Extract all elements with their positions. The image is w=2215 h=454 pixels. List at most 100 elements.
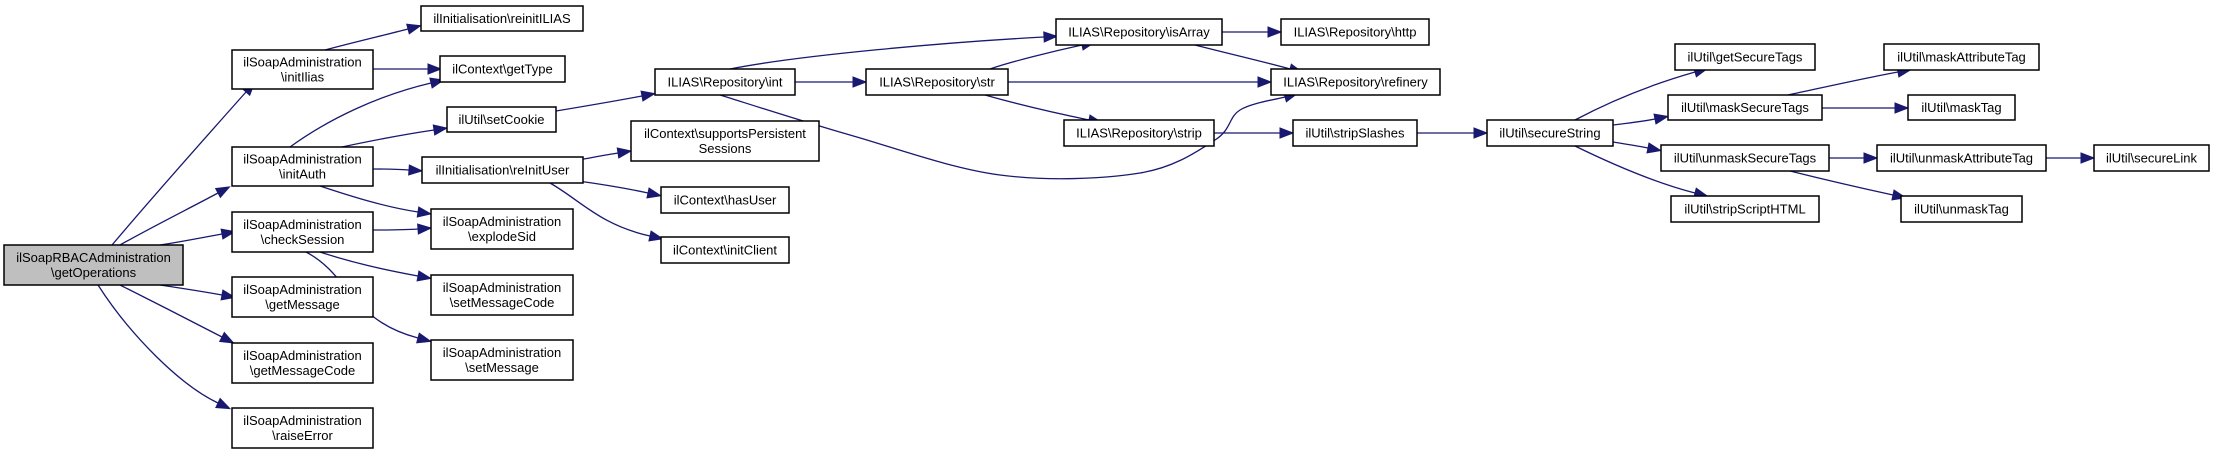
node-box[interactable] xyxy=(231,342,374,384)
node-initClient[interactable]: ilContext\initClient xyxy=(660,236,790,264)
edge-line xyxy=(1574,145,1696,194)
node-root[interactable]: ilSoapRBACAdministration\getOperations xyxy=(3,244,184,286)
node-box[interactable] xyxy=(420,5,584,32)
edge-initIlias-to-reinitILIAS xyxy=(324,23,422,51)
edge-line xyxy=(1194,44,1291,70)
edge-checkSession-to-setMessageCode xyxy=(319,251,433,282)
node-label: ilSoapRBACAdministration xyxy=(16,250,171,265)
node-box[interactable] xyxy=(1063,119,1215,147)
edge-str-to-refinery xyxy=(1008,76,1273,88)
node-box[interactable] xyxy=(3,244,184,286)
node-initIlias[interactable]: ilSoapAdministration\initIlias xyxy=(231,49,374,90)
node-label: ilSoapAdministration xyxy=(243,152,362,167)
node-setMessage[interactable]: ilSoapAdministration\setMessage xyxy=(430,339,574,381)
node-secureLink[interactable]: ilUtil\secureLink xyxy=(2093,144,2210,172)
node-label: Sessions xyxy=(699,141,752,156)
node-setCookie[interactable]: ilUtil\setCookie xyxy=(446,106,557,133)
node-unmaskTag[interactable]: ilUtil\unmaskTag xyxy=(1900,195,2023,223)
edge-secureString-to-unmaskSecureTags xyxy=(1612,141,1663,154)
node-label: ilUtil\maskTag xyxy=(1921,100,2001,115)
node-box[interactable] xyxy=(2093,144,2210,172)
node-checkSession[interactable]: ilSoapAdministration\checkSession xyxy=(231,211,374,253)
node-label: \getMessage xyxy=(265,297,339,312)
node-box[interactable] xyxy=(231,49,374,90)
node-label: ilSoapAdministration xyxy=(243,55,362,70)
node-http[interactable]: ILIAS\Repository\http xyxy=(1280,18,1430,46)
node-stripScriptHTML[interactable]: ilUtil\stripScriptHTML xyxy=(1670,195,1820,223)
node-label: ilSoapAdministration xyxy=(443,214,562,229)
node-str[interactable]: ILIAS\Repository\str xyxy=(865,68,1009,96)
node-box[interactable] xyxy=(865,68,1009,96)
node-label: ilUtil\secureLink xyxy=(2106,151,2198,166)
node-box[interactable] xyxy=(430,274,574,316)
node-box[interactable] xyxy=(660,236,790,264)
node-box[interactable] xyxy=(654,68,796,96)
edge-line xyxy=(372,168,410,171)
node-stripSlashes[interactable]: ilUtil\stripSlashes xyxy=(1292,119,1418,147)
node-reinitILIAS[interactable]: ilInitialisation\reinitILIAS xyxy=(420,5,584,32)
node-refinery[interactable]: ILIAS\Repository\refinery xyxy=(1270,68,1441,96)
node-maskTag[interactable]: ilUtil\maskTag xyxy=(1907,94,2016,121)
node-getMessageCode[interactable]: ilSoapAdministration\getMessageCode xyxy=(231,342,374,384)
edge-line xyxy=(1612,141,1649,149)
node-reInitUser[interactable]: ilInitialisation\reInitUser xyxy=(421,156,584,184)
edge-line xyxy=(289,82,432,148)
node-maskSecureTags[interactable]: ilUtil\maskSecureTags xyxy=(1667,94,1823,121)
node-box[interactable] xyxy=(446,106,557,133)
node-hasUser[interactable]: ilContext\hasUser xyxy=(660,186,790,214)
node-label: ilSoapAdministration xyxy=(243,413,362,428)
node-box[interactable] xyxy=(439,55,566,83)
edge-reInitUser-to-hasUser xyxy=(577,180,663,199)
arrowhead-icon xyxy=(406,23,422,35)
node-setMessageCode[interactable]: ilSoapAdministration\setMessageCode xyxy=(430,274,574,316)
edge-int-to-isArray xyxy=(729,31,1059,70)
node-box[interactable] xyxy=(1670,195,1820,223)
node-box[interactable] xyxy=(1486,119,1614,147)
node-box[interactable] xyxy=(1907,94,2016,121)
node-box[interactable] xyxy=(1667,94,1823,121)
node-box[interactable] xyxy=(1280,18,1430,46)
node-box[interactable] xyxy=(1883,43,2040,71)
node-box[interactable] xyxy=(231,146,374,187)
node-box[interactable] xyxy=(1674,43,1816,71)
node-getSecureTags[interactable]: ilUtil\getSecureTags xyxy=(1674,43,1816,71)
node-box[interactable] xyxy=(421,156,584,184)
node-getMessage[interactable]: ilSoapAdministration\getMessage xyxy=(231,276,374,318)
node-box[interactable] xyxy=(430,339,574,381)
node-isArray[interactable]: ILIAS\Repository\isArray xyxy=(1055,18,1223,46)
node-box[interactable] xyxy=(630,120,820,162)
node-box[interactable] xyxy=(430,208,574,250)
node-explodeSid[interactable]: ilSoapAdministration\explodeSid xyxy=(430,208,574,250)
edge-line xyxy=(989,44,1083,70)
node-getType[interactable]: ilContext\getType xyxy=(439,55,566,83)
node-box[interactable] xyxy=(231,407,374,449)
node-initAuth[interactable]: ilSoapAdministration\initAuth xyxy=(231,146,374,187)
node-box[interactable] xyxy=(660,186,790,214)
node-raiseError[interactable]: ilSoapAdministration\raiseError xyxy=(231,407,374,449)
node-int[interactable]: ILIAS\Repository\int xyxy=(654,68,796,96)
node-maskAttributeTag[interactable]: ilUtil\maskAttributeTag xyxy=(1883,43,2040,71)
node-label: ilSoapAdministration xyxy=(443,280,562,295)
node-box[interactable] xyxy=(231,276,374,318)
edge-unmaskAttributeTag-to-secureLink xyxy=(2045,152,2096,164)
node-box[interactable] xyxy=(1900,195,2023,223)
arrowhead-icon xyxy=(1267,26,1283,38)
node-strip[interactable]: ILIAS\Repository\strip xyxy=(1063,119,1215,147)
node-secureString[interactable]: ilUtil\secureString xyxy=(1486,119,1614,147)
arrowhead-icon xyxy=(417,223,433,235)
node-label: ilContext\getType xyxy=(452,62,552,77)
node-box[interactable] xyxy=(1270,68,1441,96)
node-box[interactable] xyxy=(1660,144,1830,172)
arrowhead-icon xyxy=(416,332,432,344)
edge-line xyxy=(372,228,419,231)
node-unmaskAttributeTag[interactable]: ilUtil\unmaskAttributeTag xyxy=(1876,144,2047,172)
node-unmaskSecureTags[interactable]: ilUtil\unmaskSecureTags xyxy=(1660,144,1830,172)
node-label: ilUtil\unmaskTag xyxy=(1914,202,2009,217)
node-box[interactable] xyxy=(1876,144,2047,172)
node-box[interactable] xyxy=(1292,119,1418,147)
node-box[interactable] xyxy=(1055,18,1223,46)
node-box[interactable] xyxy=(231,211,374,253)
edge-line xyxy=(111,91,247,246)
